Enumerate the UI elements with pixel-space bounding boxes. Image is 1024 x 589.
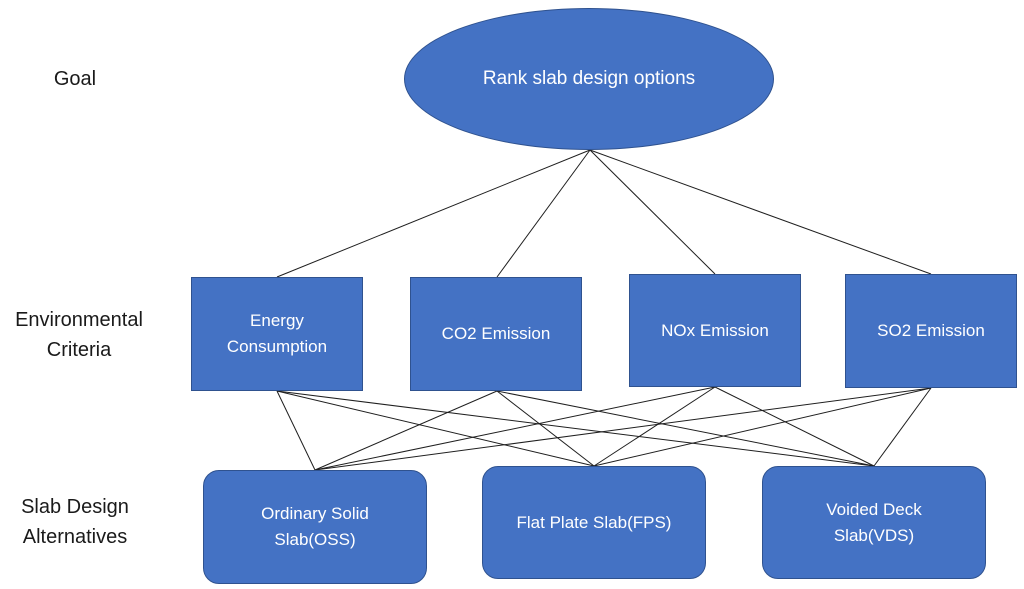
criterion-0-to-alternative-2-line — [276, 390, 875, 467]
level-label-criteria: Environmental Criteria — [15, 309, 143, 361]
goal-node: Rank slab design options — [404, 8, 774, 150]
criterion-node-energy-consumption: Energy Consumption — [191, 277, 363, 391]
goal-to-criterion-line-2 — [589, 149, 716, 275]
criterion-node-co2-emission: CO2 Emission — [410, 277, 582, 391]
criterion-1-to-alternative-2-line — [496, 390, 875, 467]
criterion-0-to-alternative-1-line — [276, 390, 595, 467]
alternative-node-oss: Ordinary Solid Slab(OSS) — [203, 470, 427, 584]
criterion-2-to-alternative-0-line — [314, 386, 716, 471]
level-label-alternatives: Slab Design Alternatives — [21, 496, 129, 548]
criterion-2-to-alternative-2-line — [714, 386, 875, 467]
criterion-1-to-alternative-1-line — [496, 390, 595, 467]
criterion-1-to-alternative-0-line — [314, 390, 498, 471]
criterion-3-to-alternative-1-line — [593, 387, 932, 467]
criterion-3-to-alternative-2-line — [873, 387, 932, 467]
criterion-node-nox-emission: NOx Emission — [629, 274, 801, 387]
criterion-2-to-alternative-1-line — [593, 386, 716, 467]
goal-to-criterion-line-3 — [589, 149, 932, 275]
criterion-3-to-alternative-0-line — [314, 387, 932, 471]
goal-to-criterion-line-0 — [276, 149, 591, 278]
criterion-node-so2-emission: SO2 Emission — [845, 274, 1017, 388]
alternative-node-fps: Flat Plate Slab(FPS) — [482, 466, 706, 579]
goal-to-criterion-line-1 — [496, 149, 591, 278]
criterion-0-to-alternative-0-line — [276, 390, 316, 471]
alternative-node-vds: Voided Deck Slab(VDS) — [762, 466, 986, 579]
level-label-goal: Goal — [53, 68, 97, 90]
